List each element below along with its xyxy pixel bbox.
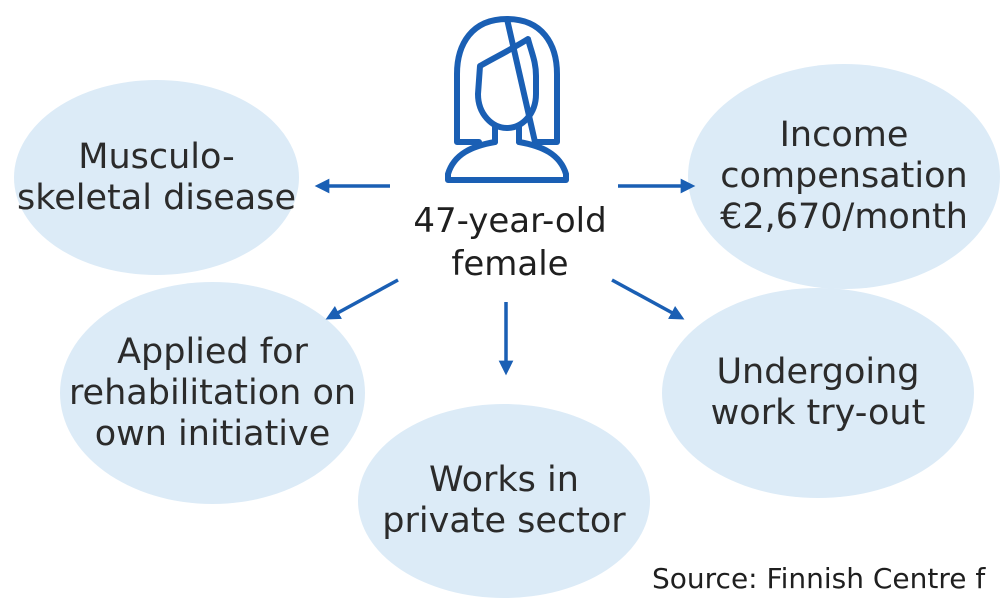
applied-rehabilitation-bubble: Applied for rehabilitation on own initia…	[60, 282, 365, 504]
musculoskeletal-disease-bubble: Musculo- skeletal disease	[14, 80, 299, 275]
income-compensation-text: Income compensation €2,670/month	[720, 115, 968, 237]
work-try-out-bubble: Undergoing work try-out	[662, 288, 974, 498]
center-label: 47-year-old female	[413, 201, 607, 284]
source-note: Source: Finnish Centre f	[652, 562, 986, 595]
applied-rehabilitation-text: Applied for rehabilitation on own initia…	[68, 331, 357, 454]
works-private-sector-text: Works in private sector	[382, 460, 626, 541]
work-try-out-text: Undergoing work try-out	[710, 352, 926, 433]
arrow-to-work-try-out	[611, 278, 685, 320]
musculoskeletal-disease-text: Musculo- skeletal disease	[17, 136, 296, 218]
works-private-sector-bubble: Works in private sector	[358, 404, 650, 598]
woman-icon	[445, 16, 569, 183]
arrow-to-applied	[325, 278, 399, 320]
income-compensation-bubble: Income compensation €2,670/month	[688, 64, 1000, 289]
